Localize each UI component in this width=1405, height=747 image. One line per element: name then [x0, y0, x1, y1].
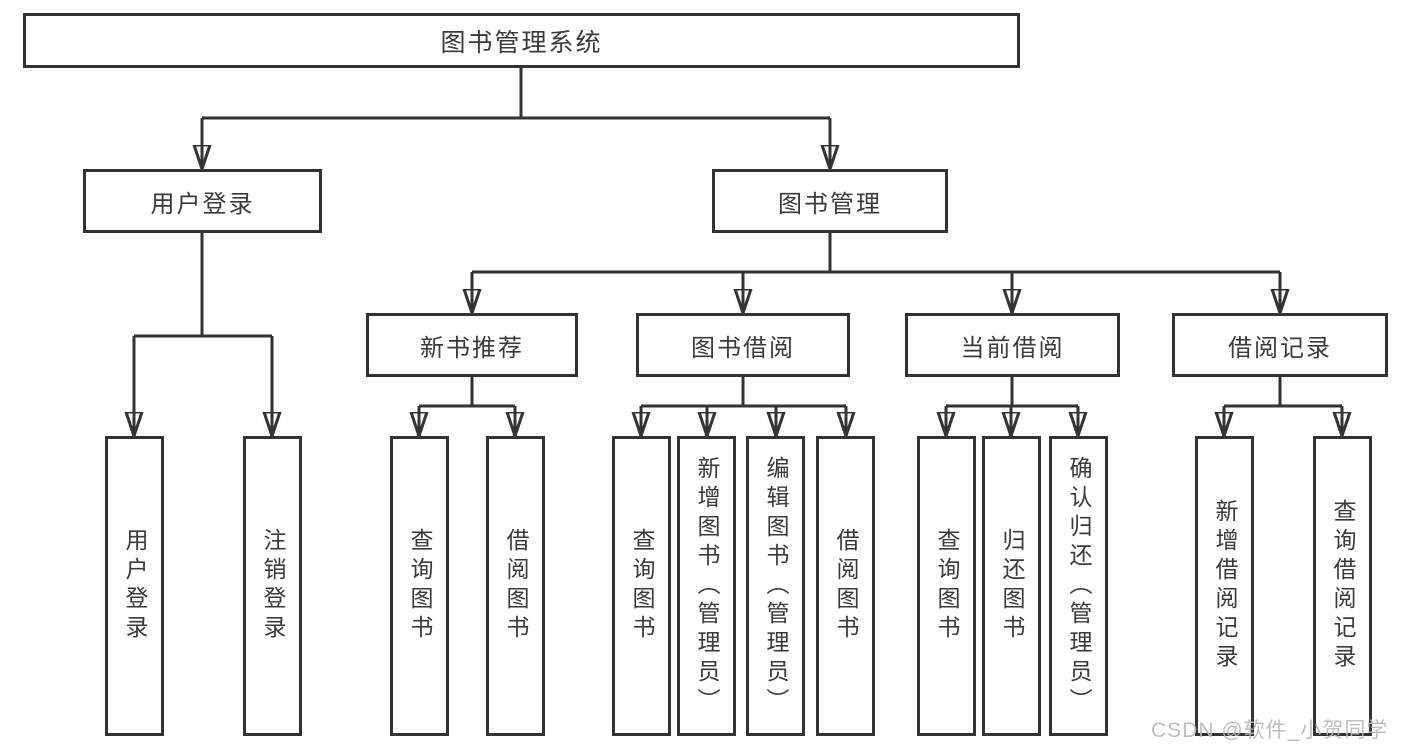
node-label: 归还图书	[999, 528, 1025, 644]
node-leaf-query-books-recommend: 查询图书	[390, 436, 449, 736]
node-label: 用户登录	[150, 190, 255, 218]
node-label: 查询图书	[629, 528, 655, 644]
node-label: 新书推荐	[420, 334, 524, 362]
node-leaf-add-borrow-record: 新增借阅记录	[1195, 436, 1254, 736]
node-new-book-recommend: 新书推荐	[366, 313, 578, 377]
node-label: 图书管理系统	[440, 28, 603, 57]
node-leaf-confirm-return-admin: 确认归还（管理员）	[1049, 436, 1108, 736]
node-label: 用户登录	[122, 528, 148, 644]
watermark-text: CSDN @软件_小贺同学	[1151, 719, 1389, 742]
node-label: 新增借阅记录	[1212, 499, 1238, 673]
node-leaf-borrow-books: 借阅图书	[816, 436, 875, 736]
node-leaf-return-books: 归还图书	[982, 436, 1041, 736]
node-library-management-system: 图书管理系统	[23, 13, 1020, 68]
node-leaf-user-login: 用户登录	[105, 436, 164, 736]
connector-trunk-lines	[134, 68, 1342, 408]
connector-arrows	[134, 118, 1342, 436]
node-label: 新增图书（管理员）	[694, 455, 720, 717]
node-label: 确认归还（管理员）	[1066, 455, 1092, 717]
node-leaf-edit-books-admin: 编辑图书（管理员）	[746, 436, 805, 736]
node-label: 注销登录	[260, 528, 286, 644]
node-leaf-add-books-admin: 新增图书（管理员）	[677, 436, 736, 736]
node-label: 图书借阅	[691, 334, 795, 362]
node-leaf-query-books-borrow: 查询图书	[612, 436, 671, 736]
node-label: 图书管理	[778, 190, 882, 218]
node-label: 编辑图书（管理员）	[763, 455, 789, 717]
node-label: 查询借阅记录	[1330, 499, 1356, 673]
node-book-management: 图书管理	[712, 169, 948, 233]
node-label: 借阅记录	[1228, 334, 1332, 362]
node-book-borrowing: 图书借阅	[636, 313, 850, 377]
node-label: 当前借阅	[960, 334, 1065, 362]
node-leaf-logout: 注销登录	[243, 436, 302, 736]
node-leaf-query-borrow-record: 查询借阅记录	[1313, 436, 1372, 736]
node-label: 查询图书	[934, 528, 960, 644]
node-label: 借阅图书	[503, 528, 529, 644]
node-current-borrowing: 当前借阅	[905, 313, 1120, 377]
node-borrowing-records: 借阅记录	[1172, 313, 1388, 377]
node-label: 借阅图书	[833, 528, 859, 644]
node-user-login: 用户登录	[83, 169, 322, 233]
node-leaf-query-books-current: 查询图书	[917, 436, 976, 736]
node-leaf-borrow-books-recommend: 借阅图书	[486, 436, 545, 736]
node-label: 查询图书	[407, 528, 433, 644]
